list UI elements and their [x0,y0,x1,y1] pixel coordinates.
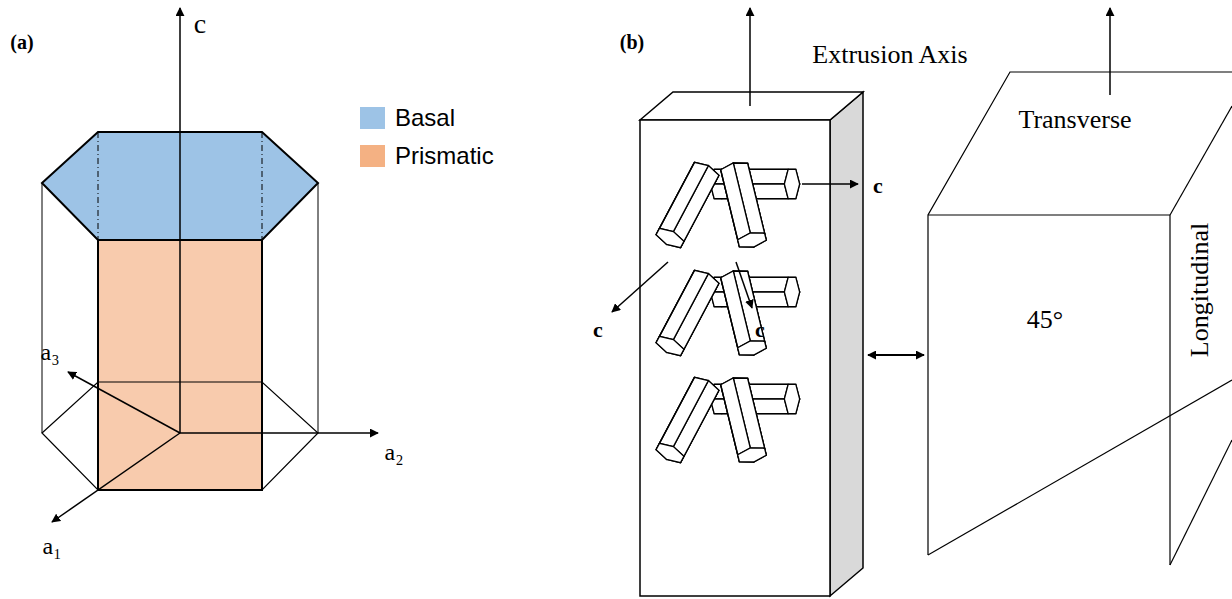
figure-label: c [194,10,206,38]
figure-label: c [593,319,603,341]
figure-label: c [873,175,883,197]
extrusion-arrow [1109,8,1111,95]
figure-label: Longitudinal [1187,223,1213,357]
figure-label: (b) [620,32,644,52]
legend-text: Prismatic [395,144,494,168]
grain-prism [656,162,719,247]
bar-side [830,92,863,596]
grain-prism [721,378,767,462]
figure-label: Transverse [1018,107,1131,133]
a1-axis [52,433,180,522]
bar-front [640,120,830,596]
a3-axis [68,372,180,433]
grain-prism [656,377,719,462]
c-axis-arrows [612,184,858,312]
a2-axis [180,432,378,434]
extruded-bar [640,8,863,596]
grain-prism [721,163,767,247]
legend-text: Basal [395,106,455,130]
legend-swatch [360,107,385,129]
extrusion-arrow [749,8,751,106]
grain-prism [656,270,719,355]
c-axis [179,8,181,433]
figure-label: a₂ [384,440,403,464]
grain-prisms [656,162,800,462]
bar-top [640,92,863,120]
figure-label: 45° [1027,307,1063,333]
figure-label: a₁ [42,534,61,558]
double-arrow [868,354,924,356]
figure-label: (a) [10,32,33,52]
hcp-cell [42,8,378,522]
sample-block [928,8,1232,565]
legend-swatch [360,145,385,167]
figure-label: c [755,319,765,341]
figure-label: a₃ [40,340,59,364]
figure-label: Extrusion Axis [812,42,967,68]
